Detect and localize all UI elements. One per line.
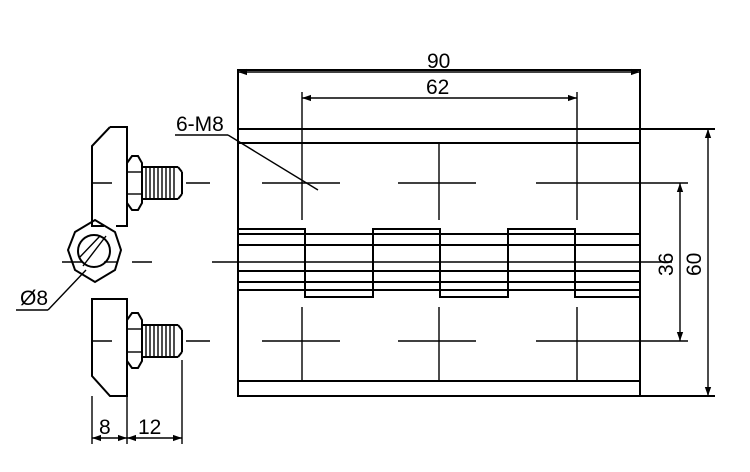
knuckle-profile: [238, 228, 640, 298]
front-view: 6-M8 90 62 36 60: [175, 50, 715, 397]
pin-leader: [47, 269, 87, 311]
overall-height-label: 60: [683, 253, 706, 276]
hole-spacing-x-label: 62: [426, 76, 449, 99]
hole-spacing-y-label: 36: [655, 253, 678, 276]
side-bolt-length-label: 12: [138, 416, 161, 439]
side-lower-leaf: [91, 298, 128, 397]
pin-hatch: [82, 235, 107, 267]
upper-bolt: [126, 155, 183, 211]
overall-width-label: 90: [427, 50, 450, 73]
side-upper-leaf: [91, 126, 128, 227]
hole-spec-label: 6-M8: [176, 113, 224, 136]
lower-bolt: [126, 312, 183, 369]
side-leaf-thickness-label: 8: [99, 416, 111, 439]
pin-diameter-label: Ø8: [20, 287, 48, 310]
pin-circle: [77, 234, 111, 268]
side-centerlines: [62, 182, 210, 342]
pin-hatch: [78, 235, 101, 259]
mounting-holes: [262, 140, 614, 381]
side-view: Ø8 8 12: [16, 126, 210, 444]
hole-leader: [227, 134, 319, 191]
knuckle-zone: [237, 218, 641, 300]
side-bottom-dimension: [91, 360, 183, 444]
side-knuckle: [66, 218, 123, 284]
